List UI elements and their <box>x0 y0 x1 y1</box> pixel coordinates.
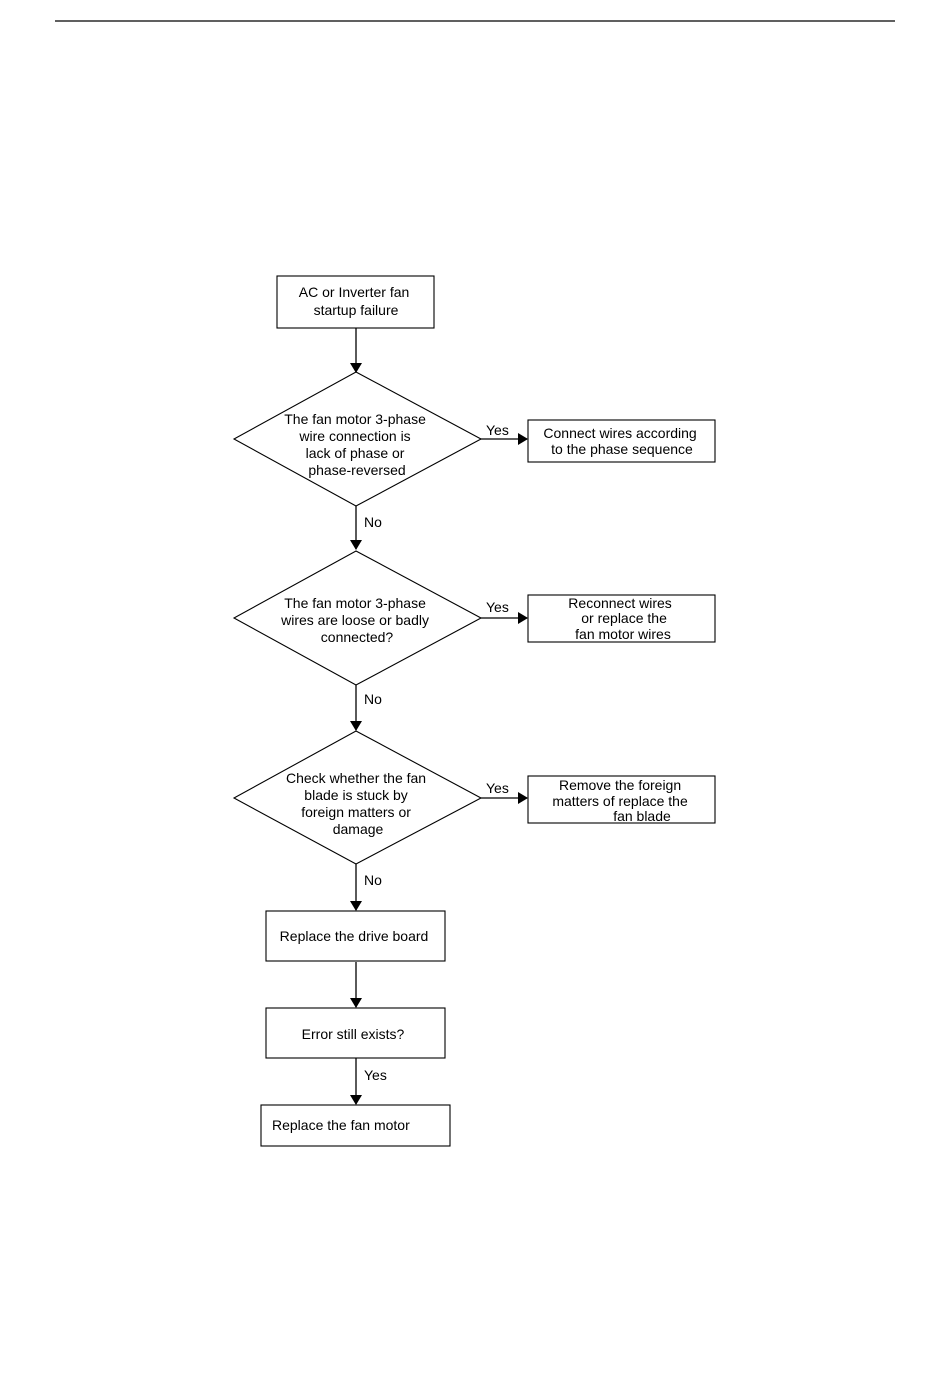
drive-board-text: Replace the drive board <box>280 928 429 944</box>
action2-box <box>527 594 716 643</box>
decision1-line-4: phase-reversed <box>308 462 405 478</box>
decision3-diamond <box>232 730 483 865</box>
decision2-no-label: No <box>364 691 382 707</box>
action1-line-1: Connect wires according <box>543 425 696 441</box>
decision3-line-3: foreign matters or <box>301 804 411 820</box>
decision2-yes-label: Yes <box>486 599 509 615</box>
fan-motor-text: Replace the fan motor <box>272 1117 410 1133</box>
action3-box <box>527 775 716 824</box>
decision1-line-2: wire connection is <box>298 428 410 444</box>
error-yes-label: Yes <box>364 1067 387 1083</box>
svg-text:Reconnect wires or replace: Reconnect wires or replace the fan motor… <box>568 595 675 642</box>
action3-line-2: matters of replace the <box>552 793 688 809</box>
decision1-line-3: lack of phase or <box>306 445 405 461</box>
svg-text:Check whether the fan blad: Check whether the fan blade is stuck by … <box>286 770 430 837</box>
action2-line-2: or replace the <box>581 610 667 626</box>
decision3-line-2: blade is stuck by <box>304 787 408 803</box>
error-text: Error still exists? <box>302 1026 405 1042</box>
start-line-2: startup failure <box>314 302 399 318</box>
svg-text:Connect wires according to: Connect wires according to the phase seq… <box>543 425 700 457</box>
start-line-1: AC or Inverter fan <box>299 284 410 300</box>
action3-line-1: Remove the foreign <box>559 777 681 793</box>
svg-text:Remove the foreign matters: Remove the foreign matters of replace th… <box>552 777 691 824</box>
decision1-diamond <box>232 371 483 507</box>
decision3-line-1: Check whether the fan <box>286 770 426 786</box>
decision1-line-1: The fan motor 3-phase <box>284 411 426 427</box>
decision1-yes-label: Yes <box>486 422 509 438</box>
decision3-no-label: No <box>364 872 382 888</box>
start-box <box>276 275 435 329</box>
decision1-no-label: No <box>364 514 382 530</box>
action2-line-1: Reconnect wires <box>568 595 672 611</box>
decision3-line-4: damage <box>333 821 384 837</box>
decision2-line-2: wires are loose or badly <box>280 612 429 628</box>
action3-line-3: fan blade <box>613 808 671 824</box>
svg-text:AC or Inverter fan startup: AC or Inverter fan startup failure <box>299 284 413 318</box>
svg-text:The fan motor 3-phase wire: The fan motor 3-phase wire connection is… <box>284 411 430 478</box>
svg-text:The fan motor 3-phase wire: The fan motor 3-phase wires are loose or… <box>280 595 433 645</box>
decision2-line-1: The fan motor 3-phase <box>284 595 426 611</box>
drive-board-box <box>265 910 446 962</box>
action1-line-2: to the phase sequence <box>551 441 693 457</box>
action1-box <box>527 419 716 463</box>
decision3-yes-label: Yes <box>486 780 509 796</box>
action2-line-3: fan motor wires <box>575 626 671 642</box>
error-box <box>265 1007 446 1059</box>
fan-motor-box <box>260 1104 451 1147</box>
decision2-line-3: connected? <box>321 629 394 645</box>
decision2-diamond <box>232 550 483 686</box>
